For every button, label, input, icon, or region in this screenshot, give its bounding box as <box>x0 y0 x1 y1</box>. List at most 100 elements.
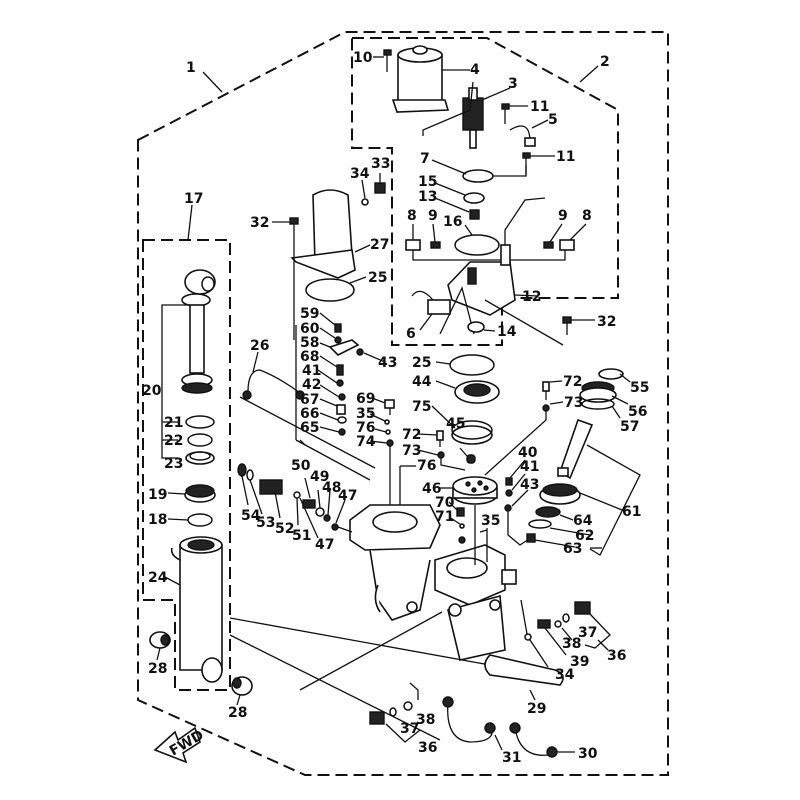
callout-66[interactable]: 66 <box>300 406 319 422</box>
callout-11[interactable]: 11 <box>530 99 549 115</box>
callout-9[interactable]: 9 <box>428 208 438 224</box>
callout-38[interactable]: 38 <box>562 636 581 652</box>
callout-30[interactable]: 30 <box>578 746 598 762</box>
callout-15[interactable]: 15 <box>418 174 437 190</box>
callout-61[interactable]: 61 <box>622 504 641 520</box>
callout-43[interactable]: 43 <box>378 355 397 371</box>
callout-25[interactable]: 25 <box>412 355 431 371</box>
callout-32[interactable]: 32 <box>597 314 616 330</box>
callout-57[interactable]: 57 <box>620 419 639 435</box>
callout-34[interactable]: 34 <box>350 166 370 182</box>
callout-8[interactable]: 8 <box>407 208 417 224</box>
callout-69[interactable]: 69 <box>356 391 375 407</box>
callout-11[interactable]: 11 <box>556 149 575 165</box>
callout-44[interactable]: 44 <box>412 374 432 390</box>
callout-32[interactable]: 32 <box>250 215 269 231</box>
callout-7[interactable]: 7 <box>420 151 430 167</box>
cylinder-assembly-17-boundary <box>142 239 231 691</box>
callout-56[interactable]: 56 <box>628 404 647 420</box>
armature <box>462 87 484 149</box>
callout-47[interactable]: 47 <box>338 488 357 504</box>
callout-76[interactable]: 76 <box>356 420 375 436</box>
callout-74[interactable]: 74 <box>356 434 376 450</box>
callout-40[interactable]: 40 <box>518 445 538 461</box>
callout-22[interactable]: 22 <box>164 433 183 449</box>
callout-24[interactable]: 24 <box>148 570 168 586</box>
svg-text:FWD: FWD <box>167 727 207 759</box>
callout-64[interactable]: 64 <box>573 513 593 529</box>
bushing-19 <box>184 484 216 503</box>
callout-6[interactable]: 6 <box>406 326 416 342</box>
callout-1[interactable]: 1 <box>186 60 196 76</box>
callout-75[interactable]: 75 <box>412 399 431 415</box>
callout-19[interactable]: 19 <box>148 487 167 503</box>
callout-33[interactable]: 33 <box>371 156 390 172</box>
callout-16[interactable]: 16 <box>443 214 462 230</box>
callout-52[interactable]: 52 <box>275 521 294 537</box>
callout-35[interactable]: 35 <box>481 513 500 529</box>
callout-25[interactable]: 25 <box>368 270 387 286</box>
callout-67[interactable]: 67 <box>300 392 319 408</box>
callout-41[interactable]: 41 <box>302 363 321 379</box>
callout-36[interactable]: 36 <box>607 648 626 664</box>
callout-31[interactable]: 31 <box>502 750 521 766</box>
callout-12[interactable]: 12 <box>522 289 541 305</box>
callout-28[interactable]: 28 <box>228 705 247 721</box>
callout-17[interactable]: 17 <box>184 191 203 207</box>
callout-73[interactable]: 73 <box>402 443 421 459</box>
callout-72[interactable]: 72 <box>563 374 582 390</box>
callout-28[interactable]: 28 <box>148 661 167 677</box>
callout-27[interactable]: 27 <box>370 237 389 253</box>
callout-62[interactable]: 62 <box>575 528 594 544</box>
callout-73[interactable]: 73 <box>564 395 583 411</box>
callout-20[interactable]: 20 <box>142 383 162 399</box>
motor-assembly-2-boundary <box>351 37 619 346</box>
callout-37[interactable]: 37 <box>578 625 597 641</box>
callout-35[interactable]: 35 <box>356 406 375 422</box>
callout-26[interactable]: 26 <box>250 338 269 354</box>
callout-65[interactable]: 65 <box>300 420 319 436</box>
callout-58[interactable]: 58 <box>300 335 319 351</box>
callout-10[interactable]: 10 <box>353 50 373 66</box>
callout-63[interactable]: 63 <box>563 541 582 557</box>
seal-44 <box>454 380 500 404</box>
callout-48[interactable]: 48 <box>322 480 341 496</box>
callout-36[interactable]: 36 <box>418 740 437 756</box>
callout-37[interactable]: 37 <box>400 721 419 737</box>
callout-3[interactable]: 3 <box>508 76 518 92</box>
callout-68[interactable]: 68 <box>300 349 319 365</box>
callout-43[interactable]: 43 <box>520 477 539 493</box>
callout-29[interactable]: 29 <box>527 701 546 717</box>
callout-76[interactable]: 76 <box>417 458 436 474</box>
assembly-1-boundary <box>137 31 669 776</box>
callout-18[interactable]: 18 <box>148 512 167 528</box>
callout-13[interactable]: 13 <box>418 189 437 205</box>
callout-70[interactable]: 70 <box>435 495 455 511</box>
callout-47[interactable]: 47 <box>315 537 334 553</box>
callout-71[interactable]: 71 <box>435 509 454 525</box>
callout-49[interactable]: 49 <box>310 469 329 485</box>
callout-2[interactable]: 2 <box>600 54 610 70</box>
callout-54[interactable]: 54 <box>241 508 261 524</box>
callout-9[interactable]: 9 <box>558 208 568 224</box>
callout-34[interactable]: 34 <box>555 667 575 683</box>
callout-45[interactable]: 45 <box>446 416 465 432</box>
callout-59[interactable]: 59 <box>300 306 319 322</box>
callout-21[interactable]: 21 <box>164 415 183 431</box>
callout-4[interactable]: 4 <box>470 62 480 78</box>
callout-53[interactable]: 53 <box>256 515 275 531</box>
callout-55[interactable]: 55 <box>630 380 649 396</box>
callout-51[interactable]: 51 <box>292 528 311 544</box>
callout-5[interactable]: 5 <box>548 112 558 128</box>
callout-39[interactable]: 39 <box>570 654 589 670</box>
callout-50[interactable]: 50 <box>291 458 311 474</box>
callout-46[interactable]: 46 <box>422 481 441 497</box>
callout-42[interactable]: 42 <box>302 377 321 393</box>
callout-41[interactable]: 41 <box>520 459 539 475</box>
callout-8[interactable]: 8 <box>582 208 592 224</box>
callout-14[interactable]: 14 <box>497 324 517 340</box>
callout-23[interactable]: 23 <box>164 456 183 472</box>
callout-60[interactable]: 60 <box>300 321 320 337</box>
callout-72[interactable]: 72 <box>402 427 421 443</box>
callout-38[interactable]: 38 <box>416 712 435 728</box>
